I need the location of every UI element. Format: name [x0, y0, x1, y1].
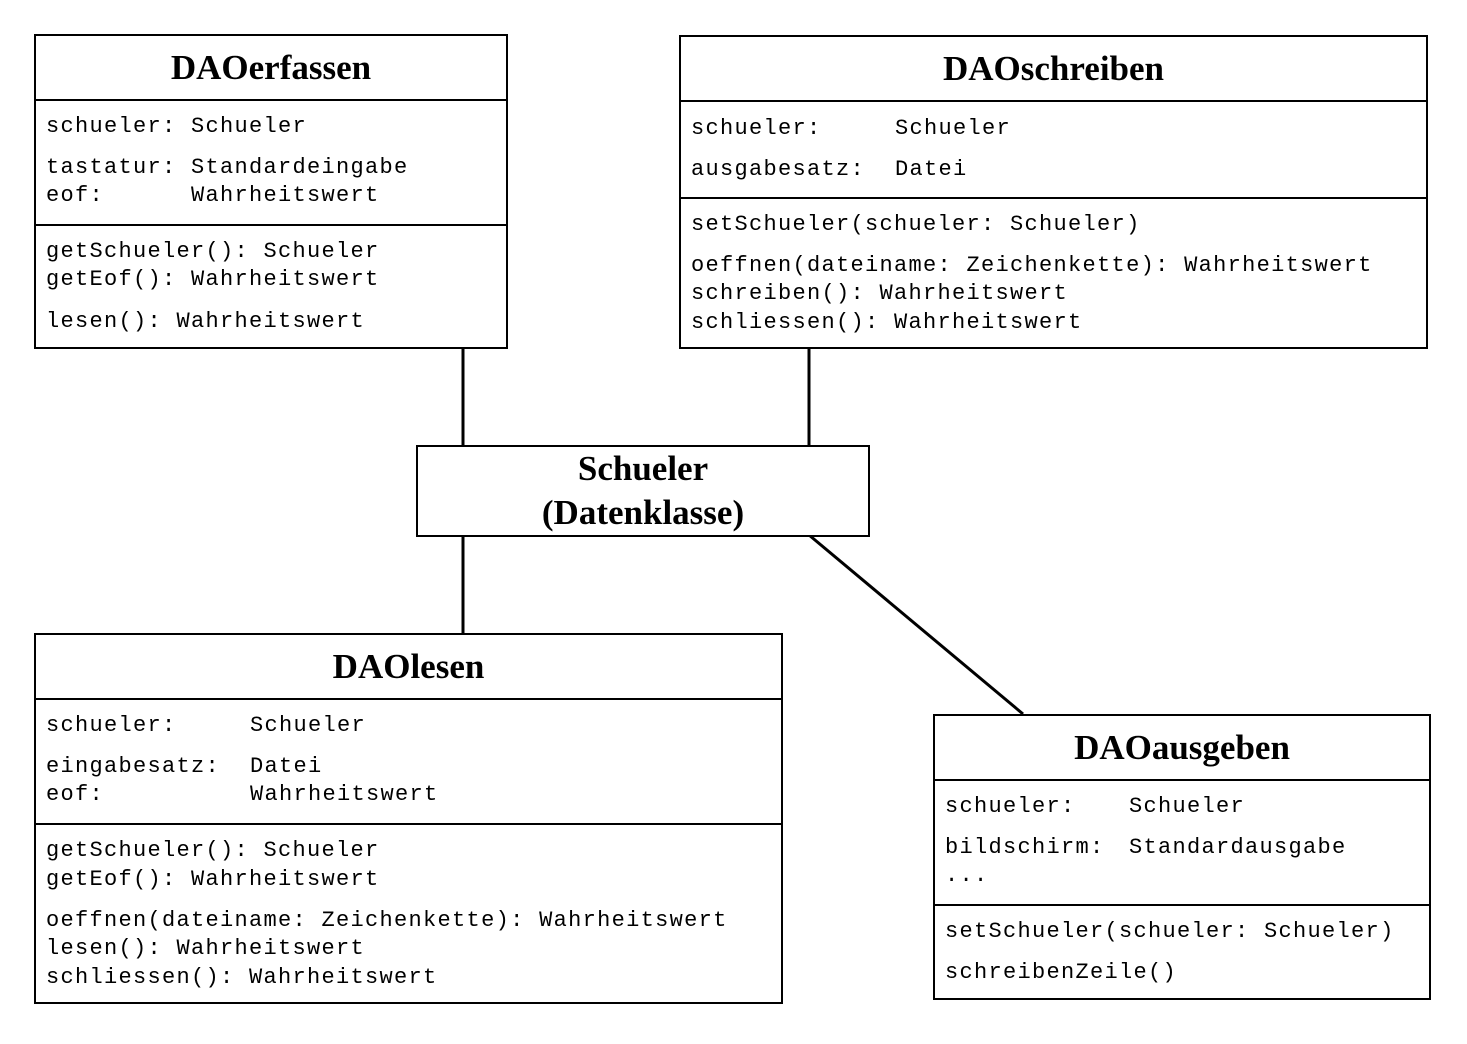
attribute-type: Schueler: [1129, 794, 1246, 819]
method-row: lesen(): Wahrheitswert: [46, 309, 366, 334]
attribute-name: schueler:: [691, 116, 822, 141]
attribute-name: ...: [945, 863, 989, 888]
attribute-row: schueler: Schueler: [691, 116, 1010, 141]
class-daoerfassen-attributes: schueler: Schueler tastatur: Standardeinga…: [36, 101, 506, 226]
attribute-name: schueler:: [46, 114, 177, 139]
class-daolesen: DAOlesen schueler: Schueler eingabesatz: D…: [34, 633, 783, 1004]
method-row: oeffnen(dateiname: Zeichenkette): Wahrhe…: [46, 908, 728, 933]
method-row: getEof(): Wahrheitswert: [46, 267, 380, 292]
class-daolesen-title: DAOlesen: [36, 635, 781, 700]
attribute-row: schueler: Schueler: [945, 794, 1244, 819]
attribute-type: Datei: [895, 157, 968, 182]
attribute-type: Schueler: [895, 116, 1012, 141]
class-daolesen-methods: getSchueler(): Schueler getEof(): Wahrhe…: [36, 825, 781, 1002]
method-row: schliessen(): Wahrheitswert: [691, 310, 1083, 335]
class-daoschreiben-attributes: schueler: Schueler ausgabesatz: Datei: [681, 102, 1426, 199]
method-row: oeffnen(dateiname: Zeichenkette): Wahrhe…: [691, 253, 1373, 278]
attribute-type: Schueler: [250, 713, 367, 738]
attribute-name: ausgabesatz:: [691, 157, 866, 182]
attribute-name: schueler:: [46, 713, 177, 738]
class-daoschreiben-methods: setSchueler(schueler: Schueler) oeffnen(…: [681, 199, 1426, 347]
attribute-row: eof: Wahrheitswert: [46, 183, 378, 208]
class-daolesen-attributes: schueler: Schueler eingabesatz: Datei eof:…: [36, 700, 781, 825]
method-row: schreiben(): Wahrheitswert: [691, 281, 1069, 306]
class-daoausgeben-title: DAOausgeben: [935, 716, 1429, 781]
attribute-row: eingabesatz: Datei: [46, 754, 321, 779]
attribute-name: bildschirm:: [945, 835, 1105, 860]
attribute-row: schueler: Schueler: [46, 713, 365, 738]
method-row: schliessen(): Wahrheitswert: [46, 965, 438, 990]
class-daoschreiben: DAOschreiben schueler: Schueler ausgabesa…: [679, 35, 1428, 349]
method-row: setSchueler(schueler: Schueler): [691, 212, 1141, 237]
method-row: schreibenZeile(): [945, 960, 1178, 985]
attribute-name: eof:: [46, 782, 105, 807]
attribute-row: ...: [945, 865, 989, 887]
class-daoschreiben-title: DAOschreiben: [681, 37, 1426, 102]
method-row: getEof(): Wahrheitswert: [46, 867, 380, 892]
class-daoausgeben-methods: setSchueler(schueler: Schueler) schreibe…: [935, 906, 1429, 998]
class-daoerfassen-methods: getSchueler(): Schueler getEof(): Wahrhe…: [36, 226, 506, 347]
attribute-row: tastatur: Standardeingabe: [46, 155, 407, 180]
attribute-row: schueler: Schueler: [46, 114, 306, 139]
method-row: getSchueler(): Schueler: [46, 239, 380, 264]
association-schueler-daoausgeben: [808, 533, 1024, 716]
class-daoausgeben: DAOausgeben schueler: Schueler bildschirm…: [933, 714, 1431, 1000]
attribute-name: eingabesatz:: [46, 754, 221, 779]
attribute-row: bildschirm: Standardausgabe: [945, 835, 1345, 860]
attribute-type: Datei: [250, 754, 323, 779]
class-daoerfassen: DAOerfassen schueler: Schueler tastatur: S…: [34, 34, 508, 349]
class-schueler-stereotype: (Datenklasse): [541, 493, 745, 532]
attribute-type: Standardausgabe: [1129, 835, 1347, 860]
class-daoausgeben-attributes: schueler: Schueler bildschirm: Standardaus…: [935, 781, 1429, 906]
attribute-type: Standardeingabe: [191, 155, 409, 180]
attribute-type: Wahrheitswert: [250, 782, 439, 807]
attribute-name: schueler:: [945, 794, 1076, 819]
class-schueler-title: Schueler: [577, 449, 709, 488]
attribute-type: Wahrheitswert: [191, 183, 380, 208]
attribute-type: Schueler: [191, 114, 308, 139]
attribute-name: tastatur:: [46, 155, 177, 180]
method-row: lesen(): Wahrheitswert: [46, 936, 366, 961]
attribute-row: ausgabesatz: Datei: [691, 157, 966, 182]
method-row: setSchueler(schueler: Schueler): [945, 919, 1395, 944]
attribute-name: eof:: [46, 183, 105, 208]
class-schueler: Schueler (Datenklasse): [416, 445, 870, 537]
class-daoerfassen-title: DAOerfassen: [36, 36, 506, 101]
method-row: getSchueler(): Schueler: [46, 838, 380, 863]
attribute-row: eof: Wahrheitswert: [46, 782, 437, 807]
